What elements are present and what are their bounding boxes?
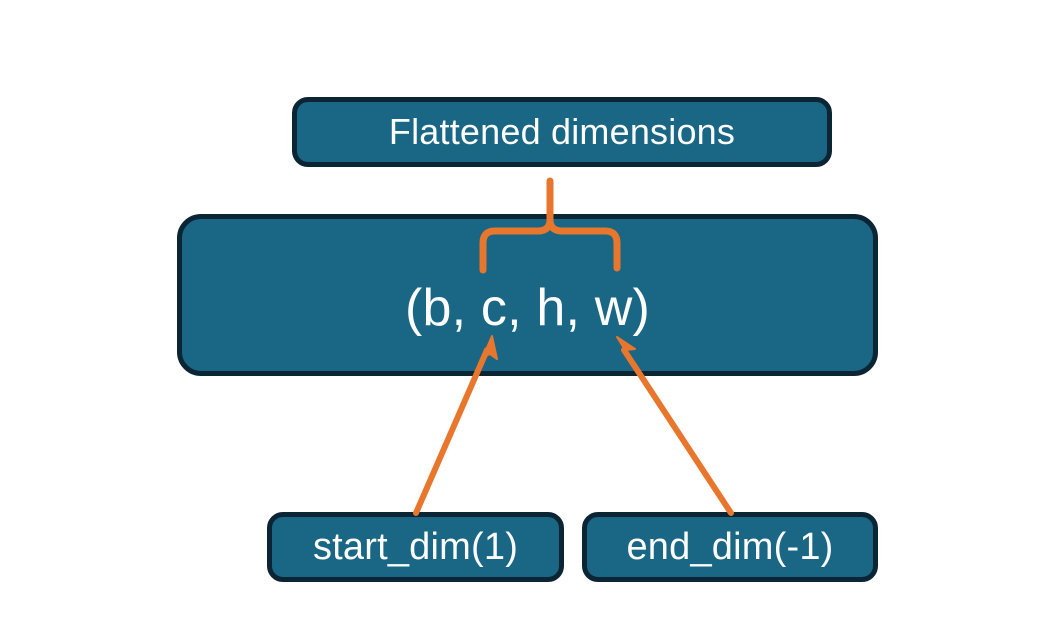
start-dim-label: start_dim(1) <box>312 526 519 568</box>
start-dim-box[interactable]: start_dim(1) <box>267 512 564 582</box>
flattened-dimensions-box[interactable]: Flattened dimensions <box>292 97 832 167</box>
tensor-shape-label: (b, c, h, w) <box>404 279 651 337</box>
tensor-shape-box[interactable]: (b, c, h, w) <box>177 214 878 376</box>
end-dim-label: end_dim(-1) <box>626 526 834 568</box>
flattened-dimensions-label: Flattened dimensions <box>388 111 736 152</box>
end-dim-box[interactable]: end_dim(-1) <box>582 512 878 582</box>
